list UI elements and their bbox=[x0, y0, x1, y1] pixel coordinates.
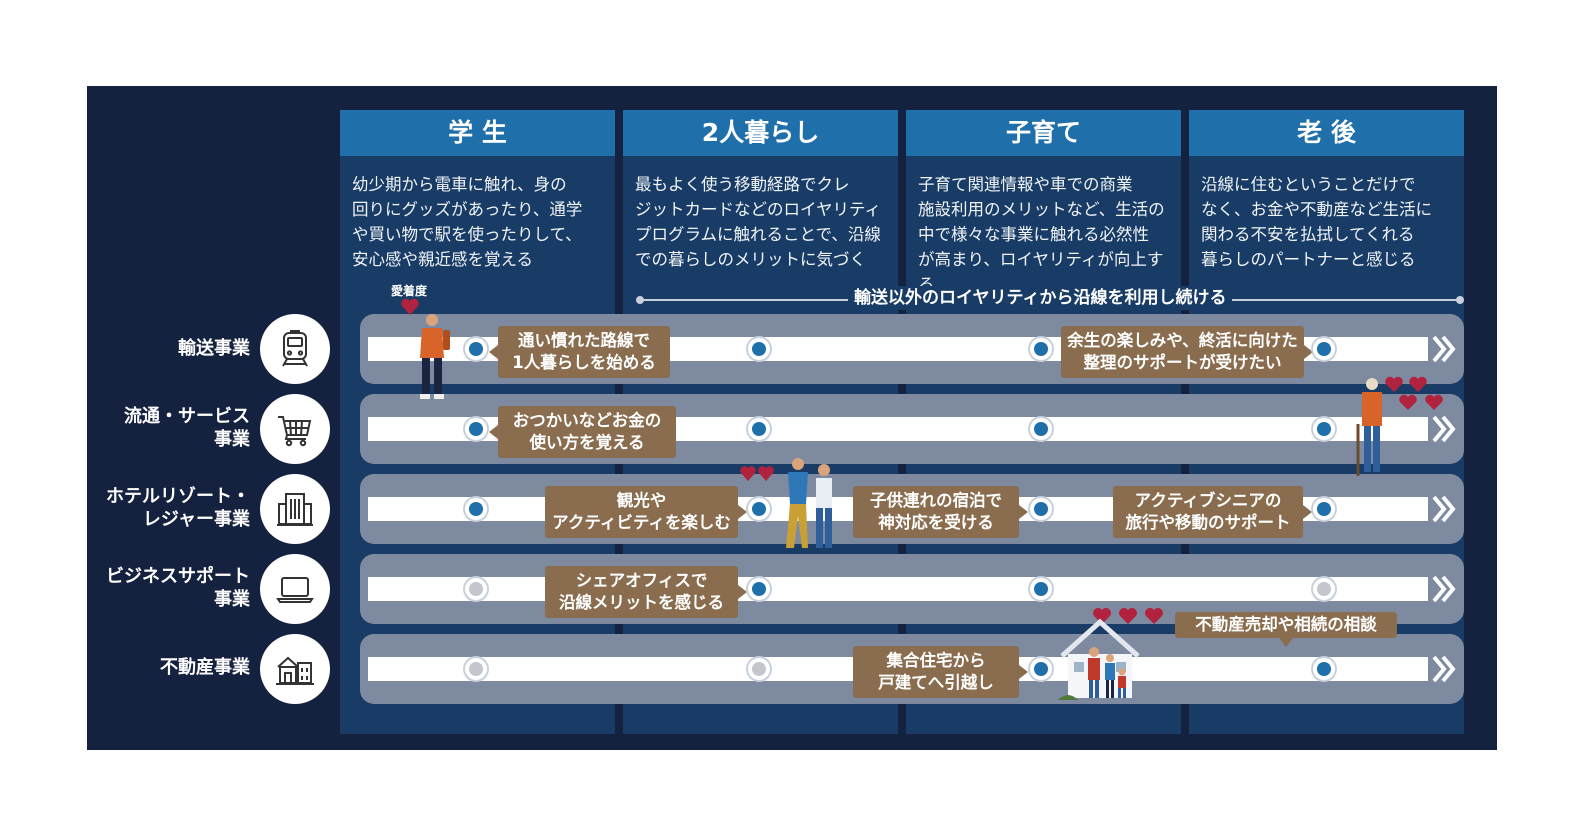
callout-business-shared-office: シェアオフィスで沿線メリットを感じる bbox=[545, 566, 747, 618]
row-label-transport: 輸送事業 bbox=[178, 338, 250, 359]
row-icon-transport bbox=[260, 314, 330, 384]
shopping-cart-icon bbox=[278, 416, 312, 447]
stage-dot-inactive bbox=[465, 578, 487, 600]
train-icon bbox=[282, 330, 308, 367]
student-person-icon bbox=[420, 314, 450, 399]
stage-dot-active bbox=[1030, 498, 1052, 520]
stage-dot-inactive bbox=[465, 658, 487, 680]
line-end-dot bbox=[636, 296, 644, 304]
callout-hotel-activity: 観光やアクティビティを楽しむ bbox=[545, 486, 747, 538]
row-label-realestate: 不動産事業 bbox=[160, 657, 250, 678]
chevron-right-icon bbox=[1432, 575, 1456, 603]
callout-retail-money: おつかいなどお金の使い方を覚える bbox=[489, 406, 676, 458]
hearts-icon bbox=[1093, 608, 1163, 624]
row-icon-hotel bbox=[260, 474, 330, 544]
house-building-icon bbox=[276, 656, 314, 685]
callout-transport-retirement: 余生の楽しみや、終活に向けた整理のサポートが受けたい bbox=[1061, 326, 1313, 378]
chevron-right-icon bbox=[1432, 335, 1456, 363]
stage-dot-inactive bbox=[1313, 578, 1335, 600]
stage-title: 2人暮らし bbox=[623, 110, 898, 156]
stage-dot-active bbox=[465, 338, 487, 360]
row-icon-business bbox=[260, 554, 330, 624]
track-business bbox=[368, 577, 1428, 601]
callout-realestate-move: 集合住宅から戸建てへ引越し bbox=[853, 646, 1028, 698]
stage-title: 老 後 bbox=[1189, 110, 1464, 156]
line-end-dot bbox=[1456, 296, 1464, 304]
hotel-building-icon bbox=[277, 493, 313, 526]
hearts-icon bbox=[740, 466, 774, 481]
laptop-icon bbox=[276, 577, 314, 603]
stage-dot-active bbox=[1313, 418, 1335, 440]
callout-realestate-inheritance: 不動産売却や相続の相談 bbox=[1175, 612, 1397, 647]
stage-dot-active bbox=[465, 498, 487, 520]
stage-title: 子育て bbox=[906, 110, 1181, 156]
stage-dot-active bbox=[1313, 498, 1335, 520]
senior-person-icon bbox=[1356, 378, 1382, 476]
stage-dot-inactive bbox=[748, 658, 770, 680]
row-icon-realestate bbox=[260, 634, 330, 704]
row-label-hotel: ホテルリゾート・レジャー事業 bbox=[106, 486, 250, 530]
stage-description: 最もよく使う移動経路でクレ ジットカードなどのロイヤリティ プログラムに触れるこ… bbox=[635, 175, 882, 269]
row-label-retail: 流通・サービス事業 bbox=[124, 406, 250, 450]
stage-description: 幼少期から電車に触れ、身の 回りにグッズがあったり、通学 や買い物で駅を使ったり… bbox=[352, 175, 583, 269]
heart-icon bbox=[401, 298, 419, 315]
stage-description: 子育て関連情報や車での商業 施設利用のメリットなど、生活の 中で様々な事業に触れ… bbox=[918, 175, 1165, 294]
stage-dot-active bbox=[748, 418, 770, 440]
stage-dot-active bbox=[748, 498, 770, 520]
callout-hotel-senior: アクティブシニアの旅行や移動のサポート bbox=[1113, 486, 1312, 538]
affection-label: 愛着度 bbox=[391, 284, 428, 298]
row-icon-retail bbox=[260, 394, 330, 464]
stage-dot-active bbox=[1030, 418, 1052, 440]
stage-dot-active bbox=[748, 338, 770, 360]
chevron-right-icon bbox=[1432, 655, 1456, 683]
chevron-right-icon bbox=[1432, 495, 1456, 523]
row-label-business: ビジネスサポート事業 bbox=[106, 566, 250, 610]
family-house-icon bbox=[1058, 618, 1140, 700]
callout-hotel-family-stay: 子供連れの宿泊で神対応を受ける bbox=[853, 486, 1028, 538]
stage-dot-active bbox=[1030, 578, 1052, 600]
couple-people-icon bbox=[786, 458, 832, 548]
stage-dot-active bbox=[1313, 338, 1335, 360]
stage-dot-active bbox=[1030, 338, 1052, 360]
stage-title: 学 生 bbox=[340, 110, 615, 156]
loyalty-banner: 輸送以外のロイヤリティから沿線を利用し続ける bbox=[848, 286, 1233, 310]
stage-description: 沿線に住むということだけで なく、お金や不動産など生活に 関わる不安を払拭してく… bbox=[1201, 175, 1432, 269]
chevron-right-icon bbox=[1432, 415, 1456, 443]
stage-dot-active bbox=[748, 578, 770, 600]
stage-dot-active bbox=[465, 418, 487, 440]
stage-dot-active bbox=[1313, 658, 1335, 680]
hearts-icon bbox=[1385, 376, 1443, 410]
stage-dot-active bbox=[1030, 658, 1052, 680]
